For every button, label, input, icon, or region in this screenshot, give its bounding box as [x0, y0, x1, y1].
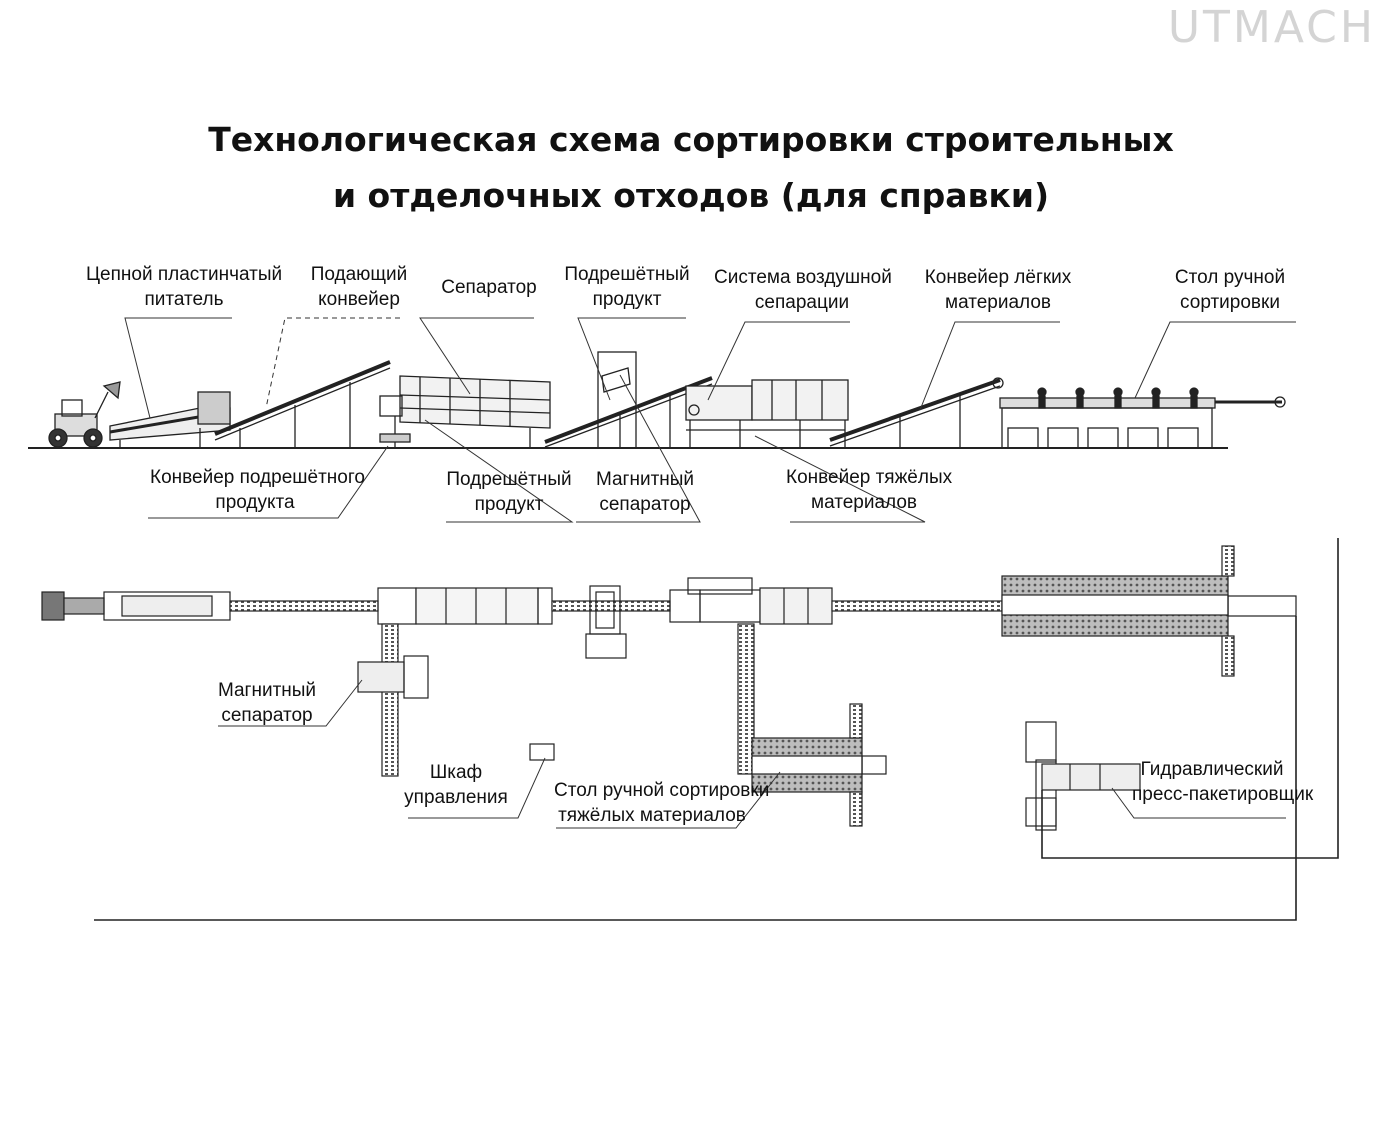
label-manual-sorting-table: Стол ручной сортировки [1174, 267, 1286, 313]
label-hydraulic-press: Гидравлический пресс-пакетировщик [1132, 759, 1314, 805]
building-outline [94, 538, 1339, 921]
label-control-cabinet: Шкаф управления [404, 762, 508, 808]
air-separation-unit [685, 379, 849, 448]
side-leader-lines [124, 317, 1296, 523]
watermark: UTMACH [1167, 2, 1376, 53]
manual-sorting-station [999, 387, 1286, 449]
label-feed-conveyor: Подающий конвейер [310, 264, 408, 310]
heavy-materials-branch [737, 623, 887, 827]
feed-conveyor [214, 360, 391, 448]
plan-view [41, 538, 1339, 921]
chain-feeder [109, 391, 231, 448]
label-light-conveyor: Конвейер лёгких материалов [924, 267, 1072, 313]
label-chain-feeder: Цепной пластинчатый питатель [86, 264, 283, 310]
label-heavy-sorting-table: Стол ручной сортировки тяжёлых материало… [554, 780, 770, 826]
air-feed-conveyor [544, 376, 713, 448]
label-magnetic-separator-top: Магнитный сепаратор [595, 469, 695, 515]
label-undersize-conveyor: Конвейер подрешётного продукта [150, 467, 365, 513]
plan-leader-lines [218, 679, 1286, 829]
diagram-title: Технологическая схема сортировки строите… [0, 112, 1382, 224]
label-heavy-conveyor: Конвейер тяжёлых материалов [786, 467, 953, 513]
main-line [41, 545, 1297, 677]
control-cabinet [529, 743, 555, 761]
hydraulic-baler [1025, 721, 1141, 831]
title-line-1: Технологическая схема сортировки строите… [208, 120, 1174, 159]
magnetic-branch [357, 623, 429, 777]
label-magnetic-separator-plan: Магнитный сепаратор [217, 680, 317, 726]
light-materials-conveyor [829, 377, 1004, 448]
label-separator: Сепаратор [441, 277, 537, 298]
label-undersize-product-top: Подрешётный продукт [564, 264, 690, 310]
title-line-2: и отделочных отходов (для справки) [332, 176, 1050, 215]
trommel-separator [379, 375, 551, 448]
label-air-separation: Система воздушной сепарации [714, 267, 892, 313]
magnetic-separator-frame [597, 351, 637, 449]
wheel-loader [48, 381, 121, 448]
side-view [28, 351, 1286, 449]
label-undersize-product-bottom: Подрешётный продукт [446, 469, 572, 515]
